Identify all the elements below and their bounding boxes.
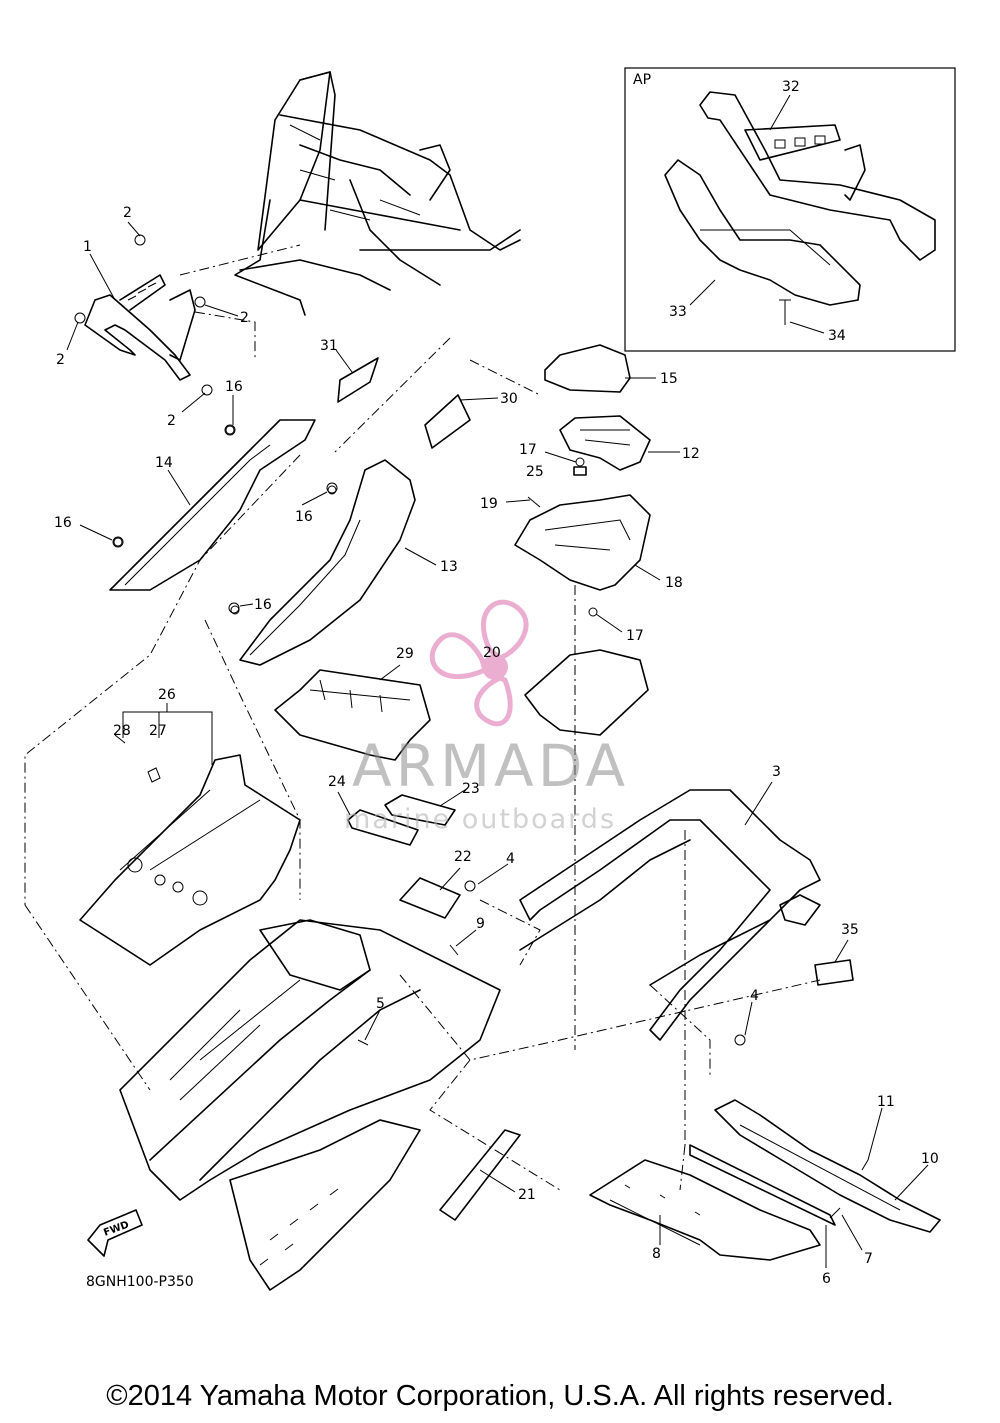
callout-9: 9 xyxy=(476,916,485,932)
bolt-16d xyxy=(228,602,240,614)
watermark-brand: ARMADA xyxy=(352,732,630,800)
rear-guard-10 xyxy=(714,1099,941,1233)
mat-20 xyxy=(524,649,649,736)
rivet-7 xyxy=(829,1207,841,1219)
callout-16c: 16 xyxy=(295,509,313,525)
ap-bolt-34 xyxy=(779,299,791,325)
rivet-9 xyxy=(449,944,459,956)
rear-bumper-3 xyxy=(519,789,821,1041)
callout-19: 19 xyxy=(480,496,498,512)
bolt-16c xyxy=(326,482,338,494)
callout-11: 11 xyxy=(877,1094,895,1110)
callout-8: 8 xyxy=(652,1246,661,1262)
callout-2b: 2 xyxy=(56,352,65,368)
decal-35 xyxy=(814,959,854,986)
strip-6 xyxy=(689,1144,836,1226)
assembly-lines xyxy=(24,244,821,1191)
callout-30: 30 xyxy=(500,391,518,407)
rivet-28 xyxy=(114,734,126,744)
rear-panel-26 xyxy=(79,754,301,966)
parts-diagram: FWD 1 2 2 2 2 3 4 4 5 6 7 8 9 10 11 12 1… xyxy=(24,67,956,1291)
storage-box-29 xyxy=(274,669,431,761)
strip-21 xyxy=(439,1129,521,1221)
copyright-notice: ©2014 Yamaha Motor Corporation, U.S.A. A… xyxy=(106,1380,894,1412)
callout-31: 31 xyxy=(320,338,338,354)
tail-bracket-12 xyxy=(559,415,651,471)
callout-32: 32 xyxy=(782,79,800,95)
decal-31 xyxy=(337,357,379,403)
grab-bar-1 xyxy=(74,234,213,396)
washer-17a xyxy=(575,457,585,467)
callout-18: 18 xyxy=(665,575,683,591)
callout-26: 26 xyxy=(158,687,176,703)
bolt-4a xyxy=(464,880,476,892)
washer-17b xyxy=(588,607,598,617)
ap-bumper-32 xyxy=(699,91,936,261)
callout-10: 10 xyxy=(921,1151,939,1167)
callout-4a: 4 xyxy=(506,851,515,867)
rear-flap-8 xyxy=(589,1159,821,1261)
callout-24: 24 xyxy=(328,774,346,790)
callout-34: 34 xyxy=(828,328,846,344)
callout-12: 12 xyxy=(682,446,700,462)
plate-24 xyxy=(347,809,419,846)
callout-3: 3 xyxy=(772,764,781,780)
callout-21: 21 xyxy=(518,1187,536,1203)
nut-25 xyxy=(573,466,587,476)
chassis-tunnel xyxy=(119,919,501,1291)
callout-17b: 17 xyxy=(626,628,644,644)
leader-lines xyxy=(66,94,929,1268)
callout-6: 6 xyxy=(822,1271,831,1287)
clip-27 xyxy=(147,767,161,783)
tail-cap-15 xyxy=(544,344,631,393)
bracket-22 xyxy=(399,877,461,919)
callout-35: 35 xyxy=(841,922,859,938)
callout-16a: 16 xyxy=(225,379,243,395)
callout-16d: 16 xyxy=(254,597,272,613)
bolt-16a xyxy=(224,424,236,436)
diagram-code: 8GNH100-P350 xyxy=(86,1274,194,1290)
callout-23: 23 xyxy=(462,781,480,797)
callout-1: 1 xyxy=(83,239,92,255)
watermark-propeller-icon xyxy=(429,599,529,727)
callout-17a: 17 xyxy=(519,442,537,458)
ap-inset-frame xyxy=(624,67,956,352)
fwd-arrow-icon: FWD xyxy=(87,1209,143,1257)
callout-29: 29 xyxy=(396,646,414,662)
bolt-16b xyxy=(112,536,124,548)
rivet-5 xyxy=(357,1039,369,1046)
callout-33: 33 xyxy=(669,304,687,320)
watermark-tagline: marine outboards xyxy=(344,804,617,835)
side-cover-13 xyxy=(230,459,416,666)
callout-2a: 2 xyxy=(123,205,132,221)
callout-22: 22 xyxy=(454,849,472,865)
callout-numbers: 1 2 2 2 2 3 4 4 5 6 7 8 9 10 11 12 13 14… xyxy=(54,79,939,1287)
callout-2d: 2 xyxy=(167,413,176,429)
upper-rear-frame xyxy=(234,71,521,316)
callout-20: 20 xyxy=(483,645,501,661)
callout-7: 7 xyxy=(864,1251,873,1267)
callout-2c: 2 xyxy=(240,310,249,326)
callout-5: 5 xyxy=(376,996,385,1012)
callout-16b: 16 xyxy=(54,515,72,531)
callout-4b: 4 xyxy=(750,988,759,1004)
decal-30 xyxy=(424,394,471,449)
bolt-4b xyxy=(734,1034,746,1046)
pad-23 xyxy=(384,794,456,826)
callout-15: 15 xyxy=(660,371,678,387)
tail-housing-18 xyxy=(514,494,651,591)
ap-skid-33 xyxy=(664,159,861,306)
callout-28: 28 xyxy=(113,723,131,739)
side-cover-14 xyxy=(109,419,316,591)
ap-inset-label: AP xyxy=(633,72,652,88)
callout-27: 27 xyxy=(149,723,167,739)
rivet-19 xyxy=(527,496,541,508)
callout-25: 25 xyxy=(526,464,544,480)
rivet-11 xyxy=(861,1159,869,1171)
callout-13: 13 xyxy=(440,559,458,575)
callout-14: 14 xyxy=(155,455,173,471)
